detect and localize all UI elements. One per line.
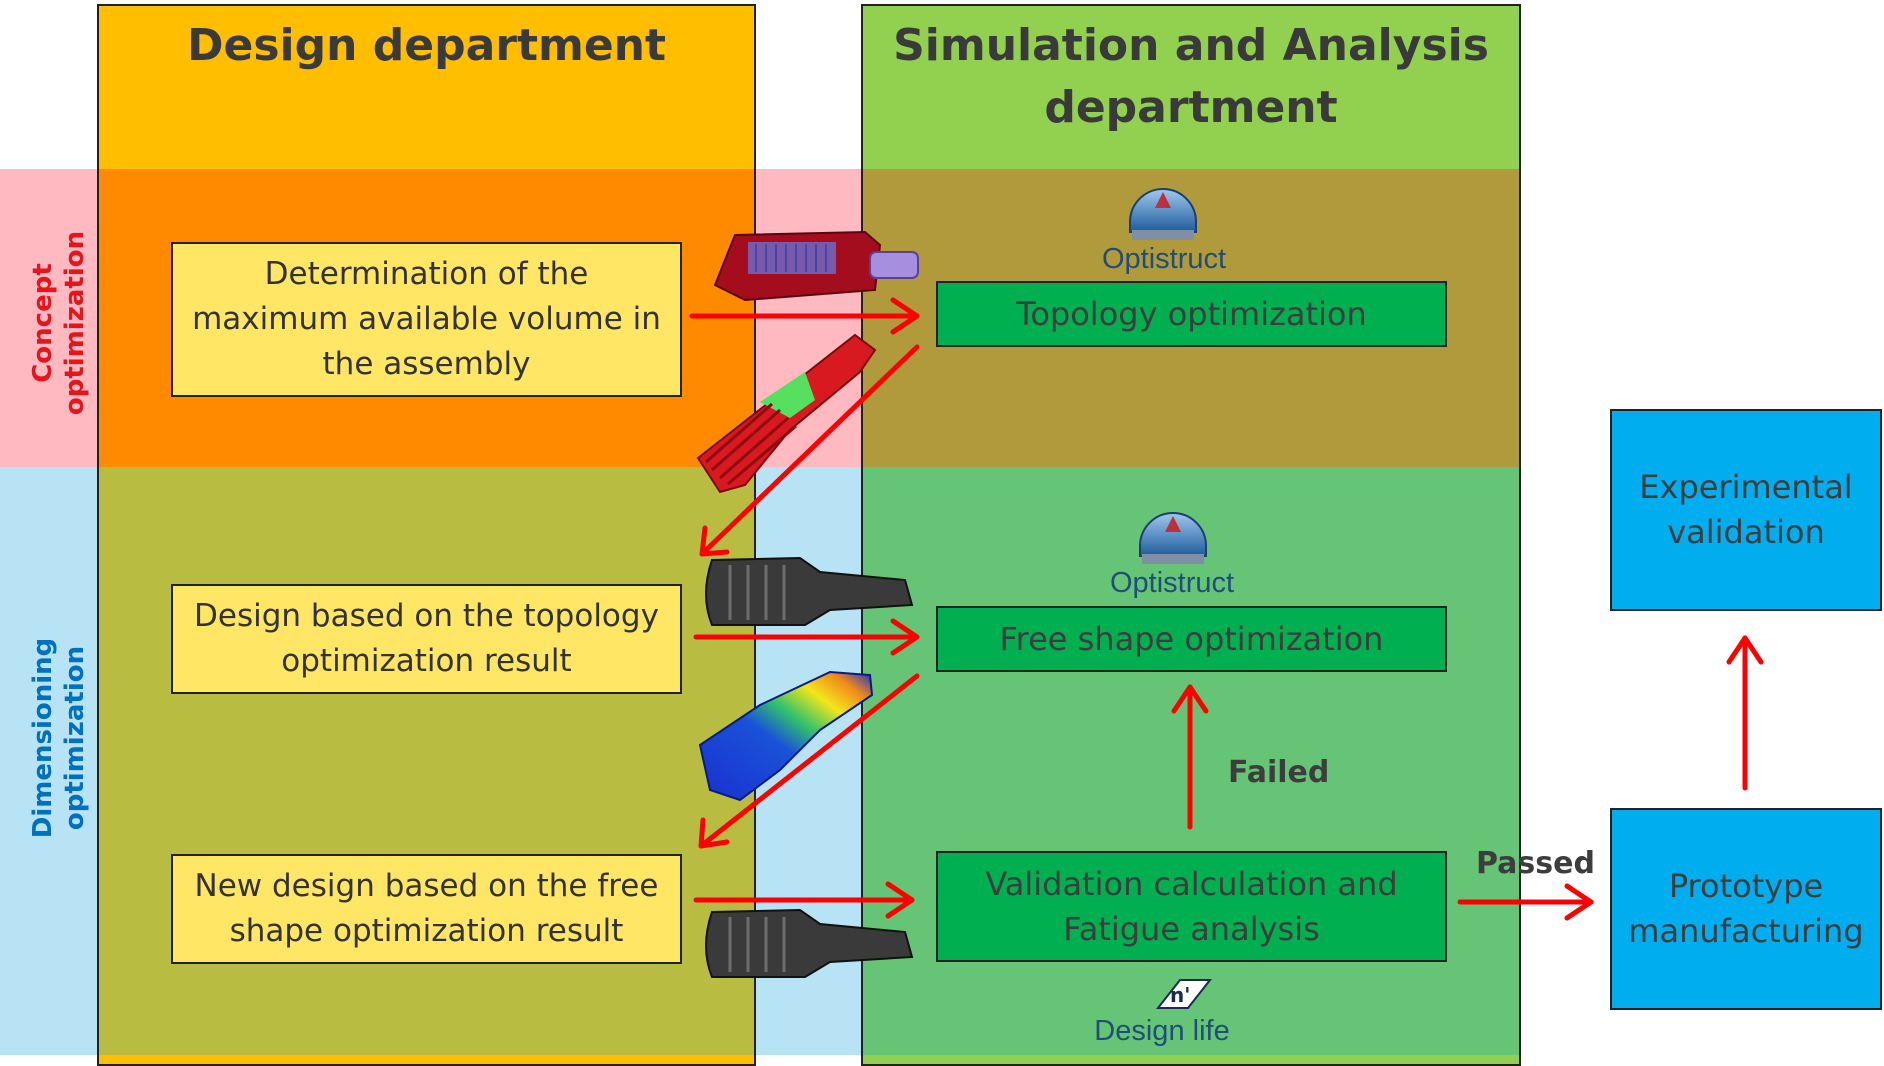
design-topology-part-illustration <box>705 556 914 626</box>
arrow-topology-to-design <box>699 344 920 557</box>
design-department-title: Design department <box>186 20 667 71</box>
arrow-passed-to-prototype <box>1457 883 1594 921</box>
arrow-prototype-to-experimental <box>1726 635 1764 791</box>
arrow-failed-to-freeshape <box>1171 684 1209 830</box>
simulation-department-title: Simulation and Analysis department <box>893 20 1489 133</box>
new-design-part-illustration <box>705 908 914 978</box>
arrow-determination-to-topology <box>689 297 920 335</box>
optistruct-label-1: Optistruct <box>1101 243 1227 275</box>
design-life-icon: n' <box>1155 979 1213 1009</box>
arrow-newdesign-to-validation <box>693 881 915 919</box>
topology-part-illustration <box>696 333 877 494</box>
volume-part-illustration <box>713 230 919 302</box>
step-prototype-box: Prototype manufacturing <box>1610 808 1882 1010</box>
step-design-topology-box: Design based on the topology optimizatio… <box>171 584 682 694</box>
design-life-badge-text: n' <box>1170 983 1190 1007</box>
step-validation-box: Validation calculation and Fatigue analy… <box>936 851 1447 962</box>
step-determination-box: Determination of the maximum available v… <box>171 242 682 397</box>
step-new-design-box: New design based on the free shape optim… <box>171 854 682 964</box>
step-free-shape-box: Free shape optimization <box>936 606 1447 672</box>
free-shape-part-illustration <box>698 670 874 802</box>
step-experimental-box: Experimental validation <box>1610 409 1882 611</box>
edge-label-passed: Passed <box>1476 846 1595 881</box>
optistruct-icon <box>1139 512 1207 564</box>
optistruct-label-2: Optistruct <box>1109 567 1235 599</box>
design-life-label: Design life <box>1094 1015 1230 1047</box>
edge-label-failed: Failed <box>1228 755 1330 790</box>
step-topology-box: Topology optimization <box>936 281 1447 347</box>
optistruct-icon <box>1129 188 1197 240</box>
arrow-freeshape-to-newdesign <box>698 673 920 849</box>
arrow-design-to-freeshape <box>693 618 920 656</box>
